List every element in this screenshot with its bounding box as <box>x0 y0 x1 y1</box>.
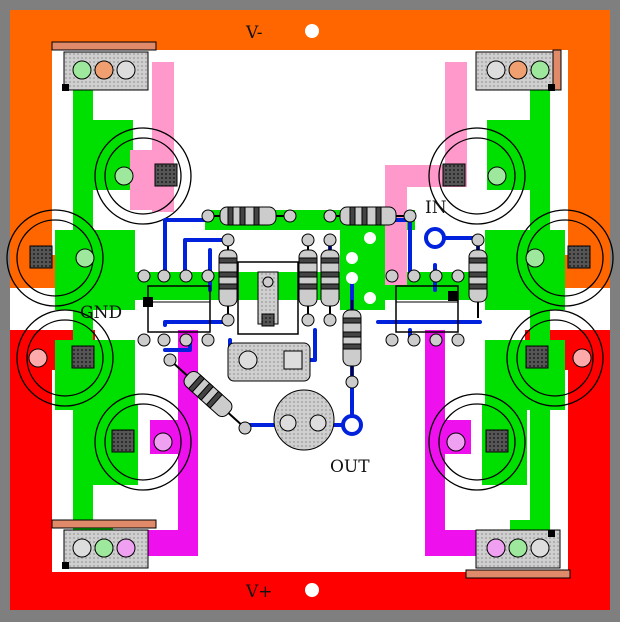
ic-right <box>385 269 465 347</box>
transistor-pads <box>28 163 592 453</box>
input-terminal <box>424 227 446 249</box>
connector-top-left <box>51 41 157 91</box>
ic-left <box>137 269 215 347</box>
label-in: IN <box>425 198 447 218</box>
connector-bottom-left <box>51 519 157 569</box>
via-pads <box>346 232 376 304</box>
label-out: OUT <box>330 457 370 477</box>
power-transistors <box>6 127 614 491</box>
output-terminal <box>341 414 363 436</box>
label-v-plus: V+ <box>245 582 273 602</box>
label-v-minus: V- <box>245 23 262 43</box>
label-gnd: GND <box>80 303 122 323</box>
mounting-hole-top <box>305 24 319 38</box>
mounting-hole-bottom <box>305 583 319 597</box>
resistors <box>163 206 488 435</box>
output-capacitor <box>273 389 335 451</box>
connector-top-right <box>475 49 562 91</box>
pink-supply-traces <box>130 62 467 285</box>
connector-bottom-right <box>465 529 571 579</box>
trimmer-pot <box>227 261 311 382</box>
